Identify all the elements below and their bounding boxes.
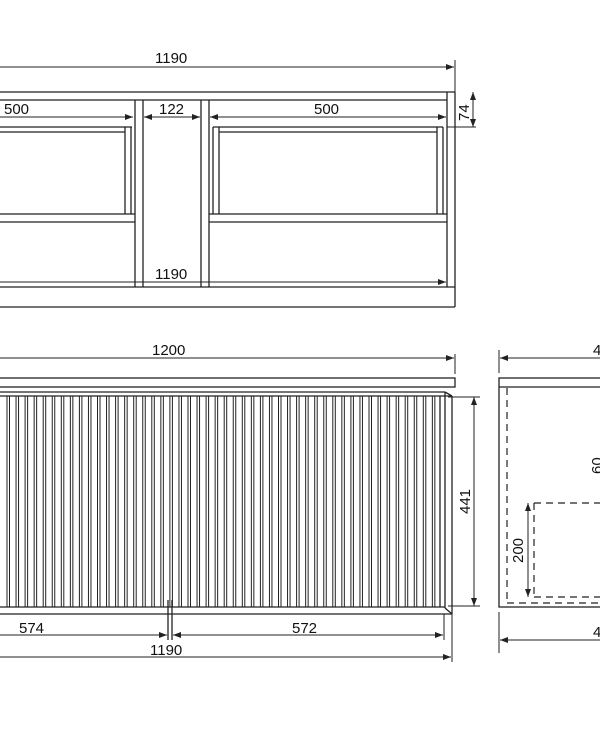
dim-label-right-door: 572 xyxy=(292,620,317,637)
top-view: 1190 xyxy=(0,50,476,308)
dim-label-depth-top: 4 xyxy=(593,342,600,359)
door-frame xyxy=(0,391,453,615)
right-drawer-box xyxy=(209,126,447,223)
dim-label-door-height: 441 xyxy=(457,489,474,514)
dim-label-right-drawer: 500 xyxy=(314,101,339,118)
top-view-outline xyxy=(0,91,456,308)
side-outline xyxy=(498,377,600,608)
dim-label-left-door: 574 xyxy=(19,620,44,637)
side-view: 4 200 60 4 xyxy=(498,342,600,653)
dim-label-inner-width: 1190 xyxy=(155,266,187,283)
dim-label-height-partial: 60 xyxy=(589,457,600,474)
door-slats xyxy=(6,396,436,607)
dim-label-center-gap: 122 xyxy=(159,101,184,118)
dim-label-inner-offset: 200 xyxy=(510,538,527,563)
dim-label-overall-width: 1200 xyxy=(152,342,185,359)
dim-label-depth-bottom: 4 xyxy=(593,624,600,641)
dim-label-left-drawer: 500 xyxy=(4,101,29,118)
dim-label-carcass-width: 1190 xyxy=(150,642,182,659)
front-view: 1200 441 574 572 1190 xyxy=(0,342,480,662)
left-drawer-box xyxy=(0,126,135,223)
countertop xyxy=(0,377,456,388)
dim-label-top-width: 1190 xyxy=(155,50,187,67)
dim-label-rail-height: 74 xyxy=(456,104,473,121)
